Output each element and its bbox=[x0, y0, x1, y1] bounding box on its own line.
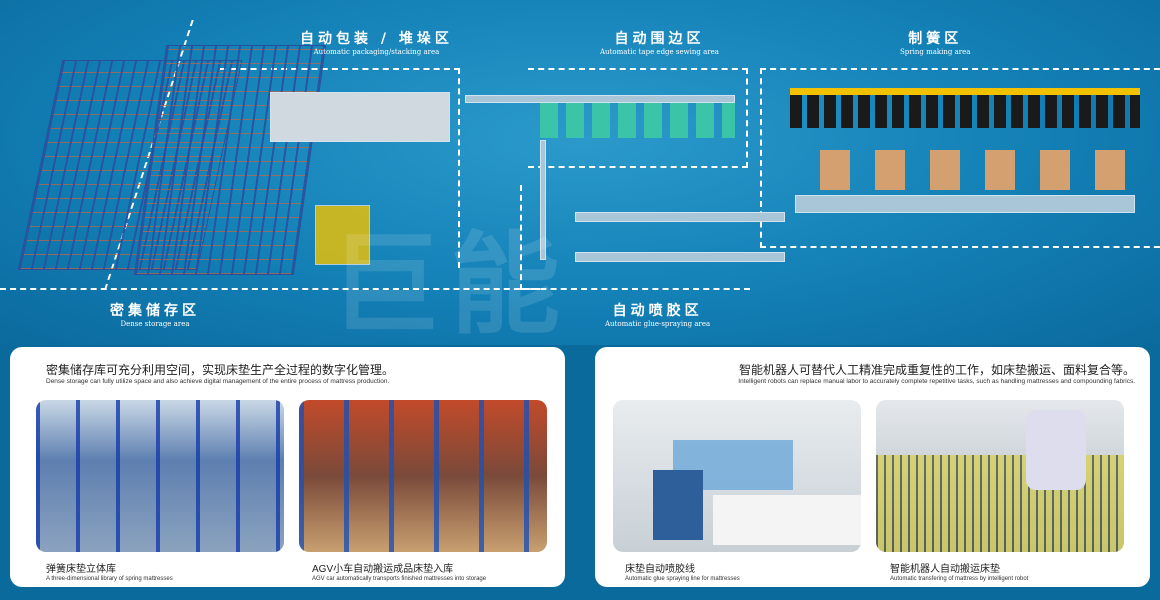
robot-info-panel: 智能机器人可替代人工精准完成重复性的工作，如床垫搬运、面料复合等。 Intell… bbox=[595, 347, 1150, 587]
photo-caption-en: Automatic transfering of mattress by int… bbox=[890, 576, 1029, 582]
zone-title: 自动围边区 bbox=[614, 31, 705, 47]
stacking-area bbox=[315, 205, 370, 265]
sewing-machines bbox=[540, 103, 735, 138]
photo-robot-transfer bbox=[876, 400, 1124, 552]
zone-title: 自动包装 / 堆垛区 bbox=[300, 31, 453, 47]
photo-caption: 智能机器人自动搬运床垫 bbox=[890, 564, 1000, 575]
zone-title: 自动喷胶区 bbox=[612, 303, 703, 319]
zone-subtitle: Automatic glue-spraying area bbox=[605, 320, 711, 328]
zone-title: 制簧区 bbox=[908, 31, 963, 47]
sewing-conveyor bbox=[465, 95, 735, 103]
spring-assembly-machines bbox=[820, 150, 1140, 190]
zone-title: 密集储存区 bbox=[110, 303, 200, 319]
photo-caption-en: A three-dimensional library of spring ma… bbox=[46, 576, 173, 582]
photo-caption: 弹簧床垫立体库 bbox=[46, 564, 116, 575]
photo-caption: 床垫自动喷胶线 bbox=[625, 564, 695, 575]
panel-title: 智能机器人可替代人工精准完成重复性的工作，如床垫搬运、面料复合等。 bbox=[738, 363, 1135, 377]
packaging-line bbox=[270, 92, 450, 142]
glue-line bbox=[575, 252, 785, 262]
storage-info-panel: 密集储存库可充分利用空间，实现床垫生产全过程的数字化管理。 Dense stor… bbox=[10, 347, 565, 587]
zone-subtitle: Dense storage area bbox=[120, 320, 190, 328]
spring-machines bbox=[790, 88, 1140, 128]
photo-glue-spraying-line bbox=[613, 400, 861, 552]
zone-subtitle: Automatic packaging/stacking area bbox=[313, 48, 440, 56]
photo-spring-mattress-library bbox=[36, 400, 284, 552]
panel-subtitle: Dense storage can fully utilize space an… bbox=[46, 378, 390, 385]
zone-subtitle: Automatic tape edge sewing area bbox=[600, 48, 719, 56]
dense-storage-rack bbox=[133, 45, 327, 275]
zone-subtitle: Spring making area bbox=[900, 48, 971, 56]
main-conveyor bbox=[795, 195, 1135, 213]
photo-caption-en: AGV car automatically transports finishe… bbox=[312, 576, 487, 582]
panel-subtitle: Intelligent robots can replace manual la… bbox=[738, 378, 1135, 385]
watermark-logo: 巨能 bbox=[330, 224, 570, 347]
photo-agv-storage bbox=[299, 400, 547, 552]
photo-caption: AGV小车自动搬运成品床垫入库 bbox=[312, 564, 454, 575]
photo-caption-en: Automatic glue spraying line for mattres… bbox=[625, 576, 740, 582]
transfer-conveyor bbox=[540, 140, 546, 260]
glue-line bbox=[575, 212, 785, 222]
panel-title: 密集储存库可充分利用空间，实现床垫生产全过程的数字化管理。 bbox=[46, 363, 395, 377]
